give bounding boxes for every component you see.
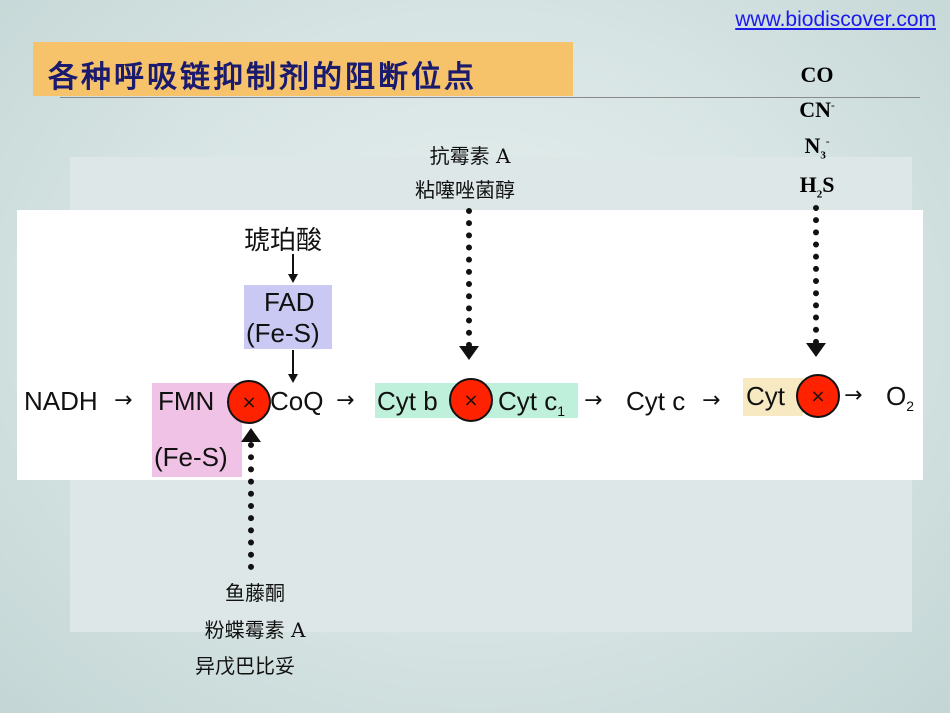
inhibitor-myxothiazol: 粘噻唑菌醇 — [415, 178, 515, 202]
cyt-b-label: Cyt b — [377, 386, 438, 416]
site2-arrow-head — [459, 346, 479, 360]
site1-arrow-head — [241, 428, 261, 442]
cyt-c1-label: Cyt c1 — [498, 386, 566, 420]
site-link[interactable]: www.biodiscover.com — [735, 8, 936, 31]
block-x-icon: × — [463, 389, 479, 411]
fad-arrow-head — [288, 374, 298, 383]
inhibitor-piericidin-a: 粉蝶霉素 A — [204, 618, 306, 642]
block-site3: × — [796, 374, 840, 418]
site3-dotted-line — [813, 205, 819, 345]
arrow-aa3-o2: → — [844, 383, 863, 408]
arrow-c1-c: → — [584, 388, 603, 413]
cyt-aa3-label: Cyt — [746, 381, 785, 411]
title-divider — [60, 97, 920, 98]
inhibitor-cn: CN- — [799, 97, 835, 122]
cyt-aa3-box — [743, 378, 803, 416]
fmn-fes-label: (Fe-S) — [154, 442, 228, 472]
fmn-label: FMN — [158, 386, 215, 416]
inhibitor-rotenone: 鱼藤酮 — [225, 581, 285, 605]
nadh-label: NADH — [24, 386, 98, 416]
coq-label: CoQ — [270, 386, 324, 416]
fad-label: FAD — [264, 287, 315, 317]
inhibitor-antimycin-a: 抗霉素 A — [429, 144, 511, 168]
fad-fes-label: (Fe-S) — [246, 318, 320, 348]
block-site1: × — [227, 380, 271, 424]
inhibitor-azide: N3- — [804, 133, 830, 162]
succinate-arrow-shaft — [292, 254, 294, 276]
arrow-nadh-fmn: → — [114, 388, 133, 413]
arrow-coq-cytb: → — [336, 388, 355, 413]
inhibitor-h2s: H2S — [799, 172, 835, 201]
site2-dotted-line — [466, 208, 472, 348]
site1-dotted-line — [248, 442, 254, 570]
o2-label: O2 — [886, 381, 915, 415]
site3-arrow-head — [806, 343, 826, 357]
title-banner — [33, 42, 573, 96]
inhibitor-co: CO — [800, 62, 834, 87]
fad-arrow-shaft — [292, 350, 294, 376]
succinate-arrow-head — [288, 274, 298, 283]
succinate-label: 琥珀酸 — [244, 226, 323, 256]
block-x-icon: × — [810, 385, 826, 407]
page-title: 各种呼吸链抑制剂的阻断位点 — [48, 60, 477, 95]
fad-complex-box — [244, 285, 332, 349]
block-site2: × — [449, 378, 493, 422]
arrow-c-aa3: → — [702, 388, 721, 413]
cyt-c-label: Cyt c — [626, 386, 686, 416]
block-x-icon: × — [241, 391, 257, 413]
inhibitor-amytal: 异戊巴比妥 — [195, 654, 295, 678]
